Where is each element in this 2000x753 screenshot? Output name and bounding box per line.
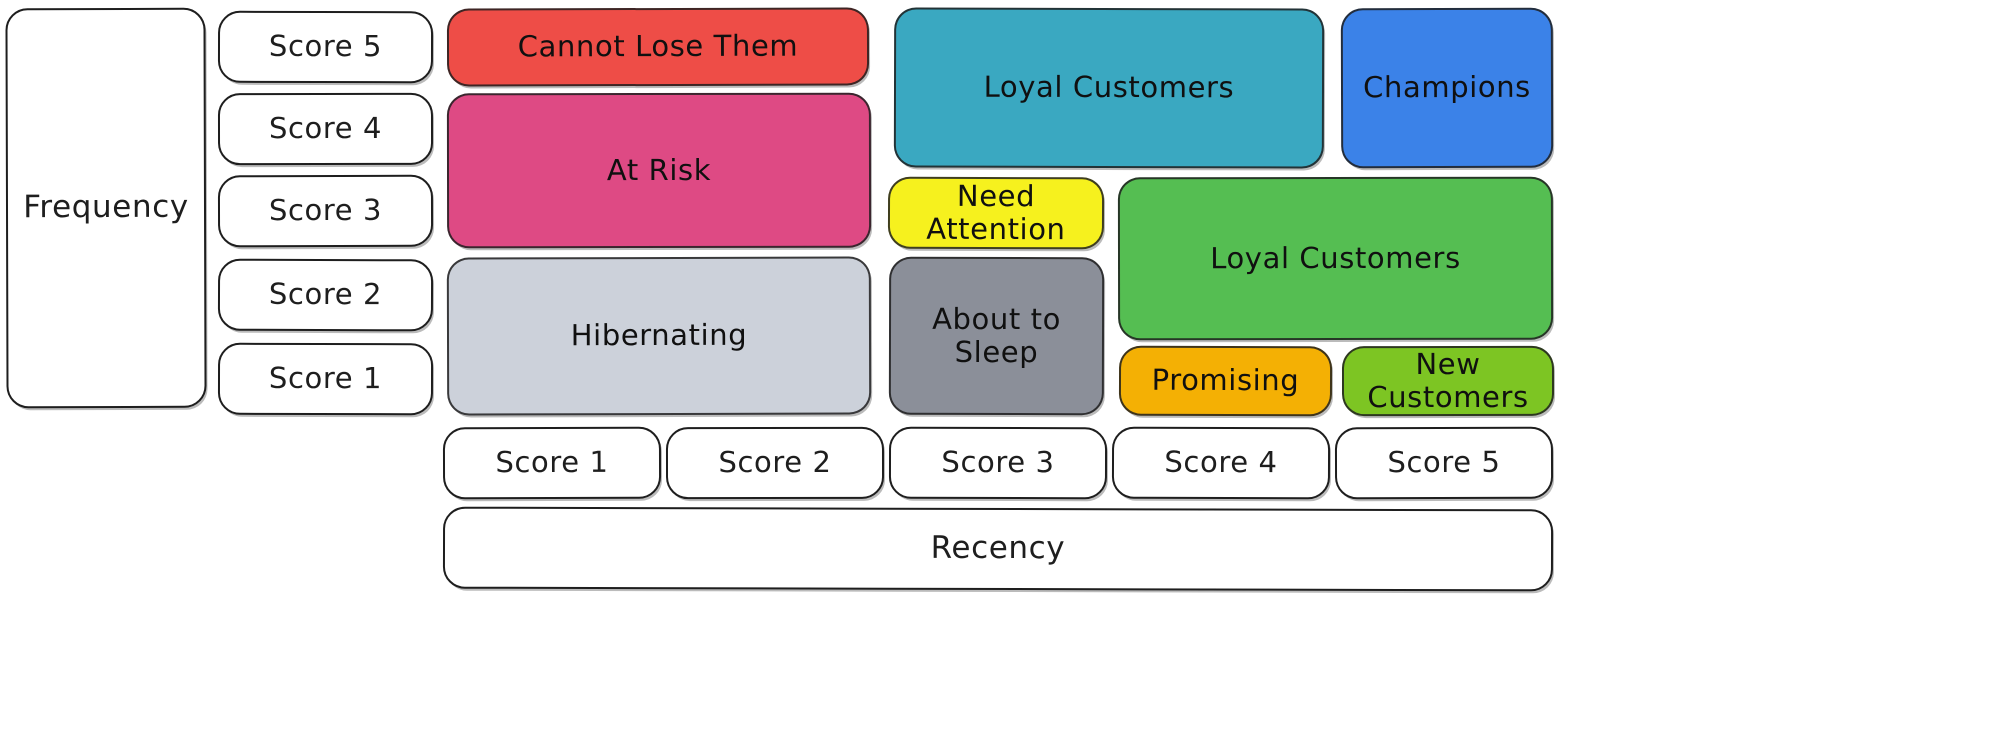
- segment-hibernating-label: Hibernating: [570, 318, 748, 353]
- recency-score-1-label: Score 1: [495, 445, 609, 480]
- segment-loyal-customers-teal-label: Loyal Customers: [983, 70, 1235, 105]
- recency-score-4[interactable]: Score 4: [1111, 426, 1331, 500]
- recency-score-4-label: Score 4: [1164, 445, 1278, 480]
- segment-at-risk-label: At Risk: [606, 152, 712, 187]
- segment-promising-label: Promising: [1151, 363, 1300, 398]
- segment-cannot-lose-them[interactable]: Cannot Lose Them: [446, 7, 870, 87]
- recency-score-5-label: Score 5: [1387, 445, 1501, 480]
- recency-score-3[interactable]: Score 3: [888, 426, 1108, 500]
- segment-cannot-lose-them-label: Cannot Lose Them: [517, 28, 799, 64]
- frequency-score-3-label: Score 3: [268, 193, 383, 228]
- frequency-score-1-label: Score 1: [268, 361, 383, 396]
- recency-score-2[interactable]: Score 2: [665, 426, 885, 500]
- segment-about-to-sleep-label: About to Sleep: [932, 301, 1062, 370]
- frequency-score-4-label: Score 4: [268, 111, 383, 146]
- segment-loyal-customers-teal[interactable]: Loyal Customers: [893, 7, 1325, 169]
- segment-at-risk[interactable]: At Risk: [446, 92, 872, 249]
- frequency-axis-label: Frequency: [5, 7, 207, 409]
- segment-loyal-customers-green-label: Loyal Customers: [1210, 240, 1461, 276]
- segment-hibernating[interactable]: Hibernating: [446, 256, 872, 416]
- segment-need-attention-label: Need Attention: [926, 178, 1066, 247]
- segment-about-to-sleep[interactable]: About to Sleep: [888, 256, 1105, 416]
- recency-axis-label-text: Recency: [930, 530, 1066, 567]
- frequency-score-4[interactable]: Score 4: [217, 92, 434, 166]
- segment-champions-label: Champions: [1363, 70, 1531, 105]
- recency-score-3-label: Score 3: [941, 445, 1055, 480]
- frequency-score-3[interactable]: Score 3: [217, 174, 434, 248]
- segment-need-attention[interactable]: Need Attention: [887, 176, 1105, 250]
- recency-axis-label: Recency: [442, 506, 1554, 592]
- recency-score-2-label: Score 2: [718, 445, 832, 480]
- frequency-score-2-label: Score 2: [268, 277, 383, 312]
- segment-new-customers-label: New Customers: [1367, 346, 1529, 415]
- segment-promising[interactable]: Promising: [1118, 345, 1333, 417]
- segment-loyal-customers-green[interactable]: Loyal Customers: [1117, 176, 1554, 341]
- recency-score-5[interactable]: Score 5: [1334, 426, 1554, 500]
- recency-score-1[interactable]: Score 1: [442, 426, 662, 500]
- frequency-score-5-label: Score 5: [268, 29, 383, 64]
- segment-champions[interactable]: Champions: [1340, 7, 1554, 169]
- frequency-score-2[interactable]: Score 2: [217, 258, 434, 332]
- frequency-axis-label-text: Frequency: [23, 188, 189, 226]
- frequency-score-5[interactable]: Score 5: [217, 10, 434, 84]
- segment-new-customers[interactable]: New Customers: [1341, 345, 1555, 417]
- frequency-score-1[interactable]: Score 1: [217, 342, 434, 416]
